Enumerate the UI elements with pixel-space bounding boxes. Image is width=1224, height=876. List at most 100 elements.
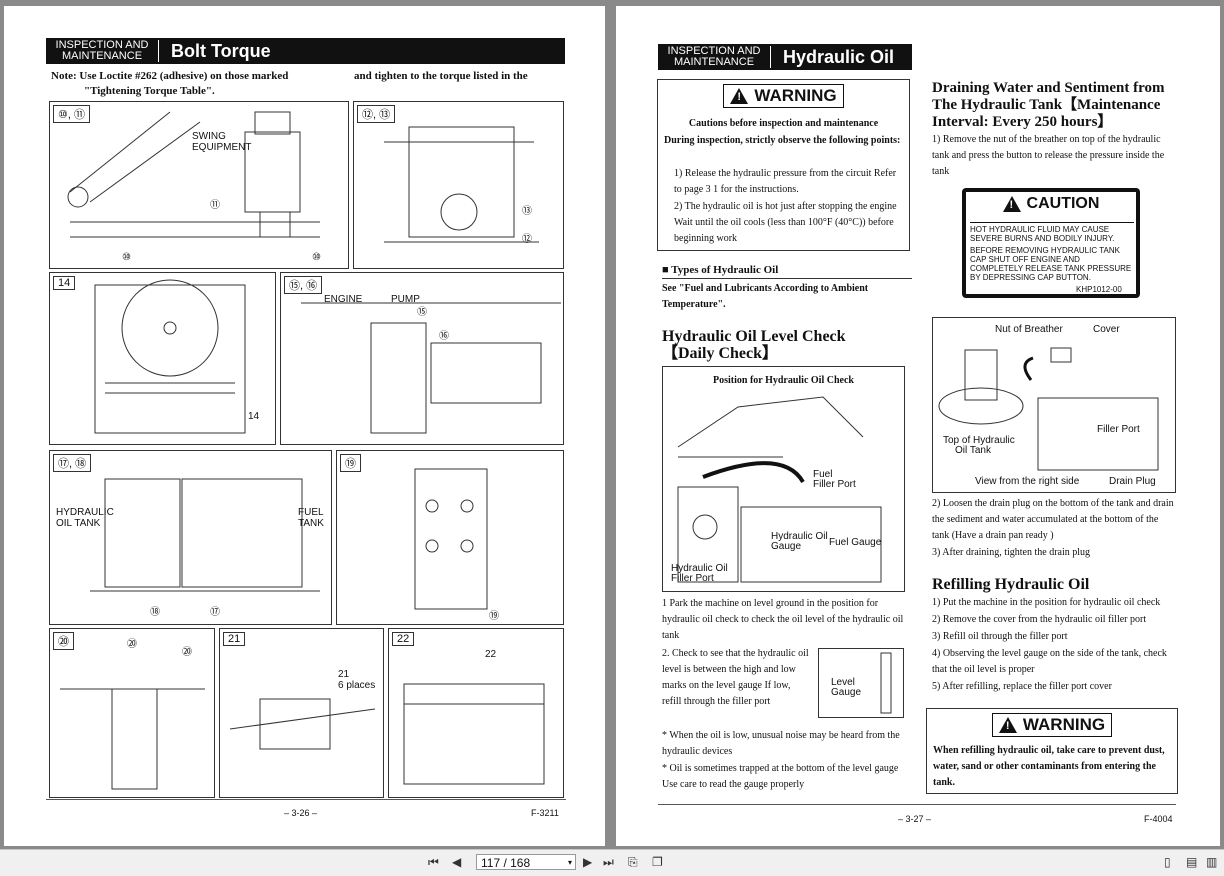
page-code: F-3211 bbox=[531, 808, 559, 818]
last-page-icon[interactable]: ⏭ bbox=[603, 855, 614, 869]
label-filler-port: Filler Port bbox=[671, 573, 714, 584]
viewer-toolbar: ⏮ ◀ 117 / 168▾ ▶ ⏭ ⎘ ❐ ▯ ▤ ▥ bbox=[0, 849, 1224, 876]
continuous-icon[interactable]: ▤ bbox=[1186, 855, 1198, 869]
page-code: F-4004 bbox=[1144, 814, 1173, 824]
warning-icon bbox=[730, 88, 749, 104]
figure-tag: ⑩, ⑪ bbox=[53, 105, 90, 123]
page-number: – 3-26 – bbox=[284, 808, 318, 818]
label-fuel-gauge: Fuel Gauge bbox=[829, 537, 882, 548]
label-hydraulic-oil: Hydraulic Oil bbox=[771, 531, 828, 542]
caution-label: CAUTION HOT HYDRAULIC FLUID MAY CAUSE SE… bbox=[962, 188, 1140, 298]
figure-tag: ⑲ bbox=[340, 454, 361, 472]
control-valve-drawing bbox=[414, 468, 488, 610]
figure-tag: 21 bbox=[223, 632, 246, 646]
warning-icon bbox=[998, 717, 1017, 733]
label-equipment: EQUIPMENT bbox=[192, 142, 252, 153]
callout-12: ⑫ bbox=[522, 234, 532, 245]
figure-bolt-counterweight: 21 21 6 places bbox=[219, 628, 384, 798]
page-number: – 3-27 – bbox=[898, 814, 932, 824]
callout-10b: ⑩ bbox=[312, 252, 321, 263]
label-nut-breather: Nut of Breather bbox=[995, 324, 1063, 335]
warning-item-2: 2) The hydraulic oil is hot just after s… bbox=[674, 201, 897, 244]
radiator-drawing bbox=[94, 279, 246, 434]
refill-step-3: 3) Refill oil through the filler port bbox=[932, 631, 1068, 642]
level-step-2: 2. Check to see that the hydraulic oil l… bbox=[662, 648, 809, 707]
level-step-1: 1 Park the machine on level ground in th… bbox=[662, 598, 904, 641]
label-cover: Cover bbox=[1093, 324, 1120, 335]
engine-drawing bbox=[384, 126, 539, 243]
header-category: INSPECTION AND MAINTENANCE bbox=[46, 40, 159, 62]
warning-item-1: 1) Release the hydraulic pressure from t… bbox=[674, 168, 897, 195]
figure-oil-check-position: Position for Hydraulic Oil Check Fuel Fi… bbox=[662, 366, 905, 592]
two-page-icon[interactable]: ▥ bbox=[1206, 855, 1218, 869]
callout-16: ⑯ bbox=[439, 331, 449, 342]
single-page-icon[interactable]: ▯ bbox=[1164, 855, 1171, 869]
refill-step-5: 5) After refilling, replace the filler p… bbox=[932, 681, 1112, 692]
warning-heading-2: WARNING bbox=[991, 713, 1113, 737]
figure-bolt-swing-motor: ⑳ ⑳ ⑳ bbox=[49, 628, 215, 798]
callout-20b: ⑳ bbox=[182, 647, 192, 658]
first-page-icon[interactable]: ⏮ bbox=[428, 855, 439, 869]
caution-line-1: HOT HYDRAULIC FLUID MAY CAUSE SEVERE BUR… bbox=[970, 222, 1134, 243]
figure-tag: ⑳ bbox=[53, 632, 74, 650]
figure-tag: ⑮, ⑯ bbox=[284, 276, 323, 294]
label-level: Level bbox=[831, 677, 855, 688]
figure-bolt-pump: ⑮, ⑯ ENGINE PUMP ⑮ ⑯ bbox=[280, 272, 564, 445]
types-heading: ■ Types of Hydraulic Oil bbox=[662, 263, 912, 279]
label-fuel: Fuel bbox=[813, 469, 833, 480]
draining-step-3: 3) After draining, tighten the drain plu… bbox=[932, 547, 1091, 558]
callout-20: ⑳ bbox=[127, 639, 137, 650]
note-text-2: "Tightening Torque Table". bbox=[84, 85, 215, 97]
tanks-drawing bbox=[90, 478, 320, 592]
label-gauge: Gauge bbox=[771, 541, 802, 552]
refill-step-1: 1) Put the machine in the position for h… bbox=[932, 597, 1161, 608]
figure-breather-drain: Nut of Breather Cover Filler Port Top of… bbox=[932, 317, 1176, 493]
tank-drawing bbox=[938, 347, 1159, 471]
figure-tag: 14 bbox=[53, 276, 76, 290]
page-title: Hydraulic Oil bbox=[783, 46, 895, 67]
warning-2-text: When refilling hydraulic oil, take care … bbox=[933, 745, 1165, 788]
callout-10: ⑩ bbox=[122, 252, 131, 263]
callout-18: ⑱ bbox=[150, 607, 160, 618]
next-page-icon[interactable]: ▶ bbox=[583, 855, 593, 869]
figure-tag: 22 bbox=[392, 632, 415, 646]
draining-step-2: 2) Loosen the drain plug on the bottom o… bbox=[932, 498, 1174, 541]
rotate-icon[interactable]: ⎘ bbox=[628, 855, 638, 869]
figure-bolt-swing: ⑩, ⑪ SWING EQUIPMENT ⑪ ⑩ ⑩ bbox=[49, 101, 349, 269]
excavator-tank-drawing bbox=[677, 396, 882, 583]
types-text: See "Fuel and Lubricants According to Am… bbox=[662, 283, 869, 310]
warning-heading: WARNING bbox=[723, 84, 844, 108]
prev-page-icon[interactable]: ◀ bbox=[452, 855, 462, 869]
label-gauge: Gauge bbox=[831, 687, 862, 698]
callout-22: 22 bbox=[485, 649, 497, 660]
thumbnail-icon[interactable]: ❐ bbox=[652, 855, 663, 869]
callout-19: ⑲ bbox=[489, 611, 499, 622]
caution-line-2: BEFORE REMOVING HYDRAULIC TANK CAP SHUT … bbox=[970, 246, 1132, 282]
callout-17: ⑰ bbox=[210, 607, 220, 618]
left-page: INSPECTION AND MAINTENANCE Bolt Torque N… bbox=[4, 6, 605, 846]
callout-14: 14 bbox=[248, 411, 260, 422]
page-indicator-select[interactable]: 117 / 168▾ bbox=[476, 854, 576, 870]
battery-drawing bbox=[403, 683, 545, 785]
counterweight-drawing bbox=[229, 698, 376, 750]
warning-box-2: WARNING When refilling hydraulic oil, ta… bbox=[926, 708, 1178, 794]
label-swing: SWING bbox=[192, 131, 226, 142]
figure-tag: ⑰, ⑱ bbox=[53, 454, 92, 472]
figure-bolt-tanks: ⑰, ⑱ HYDRAULIC OIL TANK FUEL TANK ⑱ ⑰ bbox=[49, 450, 332, 625]
refill-step-4: 4) Observing the level gauge on the side… bbox=[932, 648, 1167, 675]
figure-title: Position for Hydraulic Oil Check bbox=[713, 375, 854, 386]
figure-bolt-valve: ⑲ ⑲ bbox=[336, 450, 564, 625]
label-top-tank: Top of Hydraulic bbox=[943, 435, 1015, 446]
label-engine: ENGINE bbox=[324, 294, 363, 305]
warning-box: WARNING Cautions before inspection and m… bbox=[657, 79, 910, 251]
label-hydraulic-tank: HYDRAULIC bbox=[56, 507, 114, 518]
warning-intro: During inspection, strictly observe the … bbox=[664, 135, 901, 146]
label-oil-tank: OIL TANK bbox=[56, 518, 101, 529]
pump-drawing bbox=[301, 302, 561, 434]
label-oil-filler: Hydraulic Oil bbox=[671, 563, 728, 574]
right-page: INSPECTION AND MAINTENANCE Hydraulic Oil… bbox=[616, 6, 1220, 846]
draining-step-1: 1) Remove the nut of the breather on top… bbox=[932, 134, 1165, 177]
label-fuel-filler: Filler Port bbox=[813, 479, 856, 490]
level-check-subheading: 【Daily Check】 bbox=[662, 345, 779, 362]
label-drain-plug: Drain Plug bbox=[1109, 476, 1156, 487]
